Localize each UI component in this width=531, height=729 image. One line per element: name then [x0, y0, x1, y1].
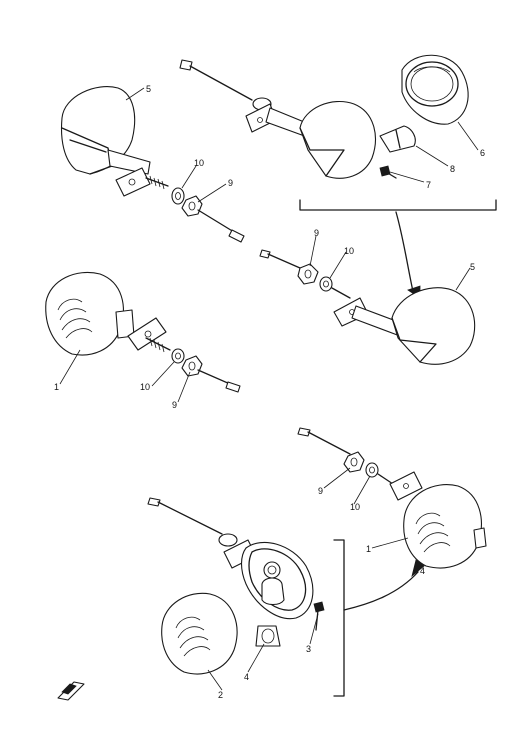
callout-9: 9 — [228, 178, 233, 188]
callout-8: 8 — [450, 164, 455, 174]
callout-6: 6 — [480, 148, 485, 158]
flasher-assembly-top-left — [60, 86, 245, 243]
arrow-pointer-icon — [395, 211, 415, 297]
front-direction-icon — [57, 681, 85, 701]
flasher-assembly-lower-left — [147, 497, 425, 697]
callout-4: 4 — [244, 672, 249, 682]
callout-9: 9 — [318, 486, 323, 496]
flasher-assembly-top-right — [179, 54, 497, 299]
flasher-assembly-mid-left — [45, 272, 241, 393]
callout-labels: 5 6 8 7 10 9 9 10 5 1 10 9 9 10 1 4 3 4 … — [54, 84, 485, 700]
callout-2: 2 — [218, 690, 223, 700]
callout-7: 7 — [426, 180, 431, 190]
callout-5: 5 — [470, 262, 475, 272]
callout-10: 10 — [350, 502, 360, 512]
arrow-pointer-icon — [343, 571, 419, 611]
callout-5: 5 — [146, 84, 151, 94]
callout-1: 1 — [366, 544, 371, 554]
callout-10: 10 — [344, 246, 354, 256]
callout-leaders — [59, 87, 479, 691]
callout-9: 9 — [172, 400, 177, 410]
callout-9: 9 — [314, 228, 319, 238]
callout-4: 4 — [420, 566, 425, 576]
callout-1: 1 — [54, 382, 59, 392]
callout-3: 3 — [306, 644, 311, 654]
callout-10: 10 — [194, 158, 204, 168]
flasher-assembly-lower-right — [297, 427, 487, 569]
callout-10: 10 — [140, 382, 150, 392]
flasher-assembly-mid-right — [259, 249, 476, 365]
